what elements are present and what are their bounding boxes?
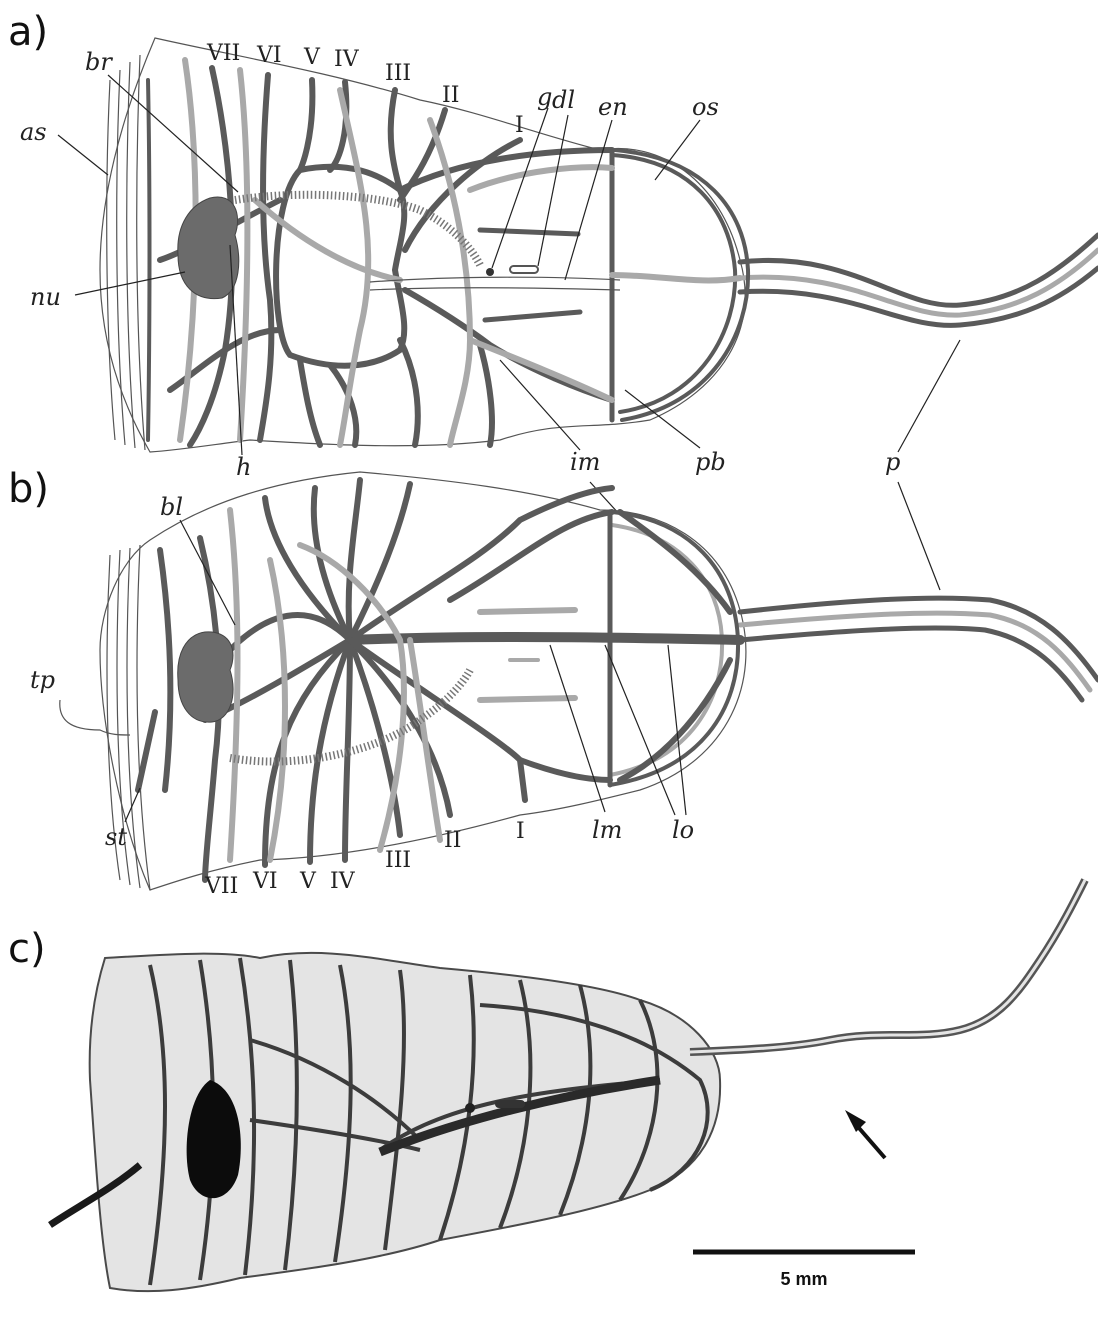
panel-b-nucleus (178, 632, 233, 722)
panel-c-proboscis-inner (690, 880, 1085, 1052)
label-en: en (598, 93, 628, 121)
label-os: os (692, 93, 719, 121)
panel-b-seg-i: I (516, 819, 525, 844)
panel-a-seg-v: V (303, 45, 321, 70)
panel-b-proboscis-dark-2 (740, 628, 1082, 700)
label-bl: bl (160, 493, 183, 521)
label-im: im (570, 448, 600, 476)
label-p: p (885, 448, 900, 476)
panel-a-anterior-rings (107, 55, 145, 450)
panel-c-gonad-dot (465, 1103, 475, 1113)
label-tp: tp (30, 666, 55, 694)
panel-a-dl-structure (510, 266, 538, 273)
panel-a-gonad-dot (486, 268, 494, 276)
panel-c-dl-structure (495, 1100, 525, 1108)
label-st: st (105, 823, 127, 851)
arrow-icon (845, 1110, 885, 1158)
label-pb: pb (695, 448, 726, 476)
label-h: h (236, 453, 251, 481)
panel-a-seg-ii: II (442, 83, 459, 108)
panel-b-seg-iii: III (385, 848, 411, 873)
panel-c: c) (8, 880, 1085, 1291)
panel-b-light-vessels (230, 510, 575, 860)
panel-b-seg-vi: VI (252, 869, 278, 894)
label-nu: nu (30, 283, 61, 311)
panel-b-seg-ii: II (444, 828, 461, 853)
panel-b-seg-v: V (299, 869, 317, 894)
panel-b-segment-labels: VII VI V IV III II I (204, 819, 525, 899)
panel-a-seg-iv: IV (334, 47, 360, 72)
panel-b-seg-iv: IV (330, 869, 356, 894)
label-as: as (20, 118, 47, 146)
label-g: g (537, 83, 552, 111)
panel-a-seg-iii: III (385, 61, 411, 86)
panel-a-label: a) (8, 9, 48, 55)
panel-b: b) (8, 466, 1098, 899)
label-dl: dl (552, 86, 575, 114)
label-br: br (85, 48, 113, 76)
panel-b-label: b) (8, 466, 49, 512)
label-lm: lm (592, 816, 622, 844)
panel-c-proboscis (690, 880, 1085, 1052)
label-lo: lo (672, 816, 694, 844)
panel-a-segment-labels: VII VI V IV III II I (206, 41, 524, 138)
panel-a-seg-vii: VII (206, 41, 240, 66)
panel-b-seg-vii: VII (204, 874, 238, 899)
panel-c-label: c) (8, 926, 46, 972)
panel-a-seg-vi: VI (256, 43, 282, 68)
panel-a-seg-i: I (515, 113, 524, 138)
panel-a-central-lines (370, 277, 620, 290)
scale-bar-label: 5 mm (780, 1269, 827, 1289)
panel-a-stomach-outline-2 (615, 150, 748, 420)
